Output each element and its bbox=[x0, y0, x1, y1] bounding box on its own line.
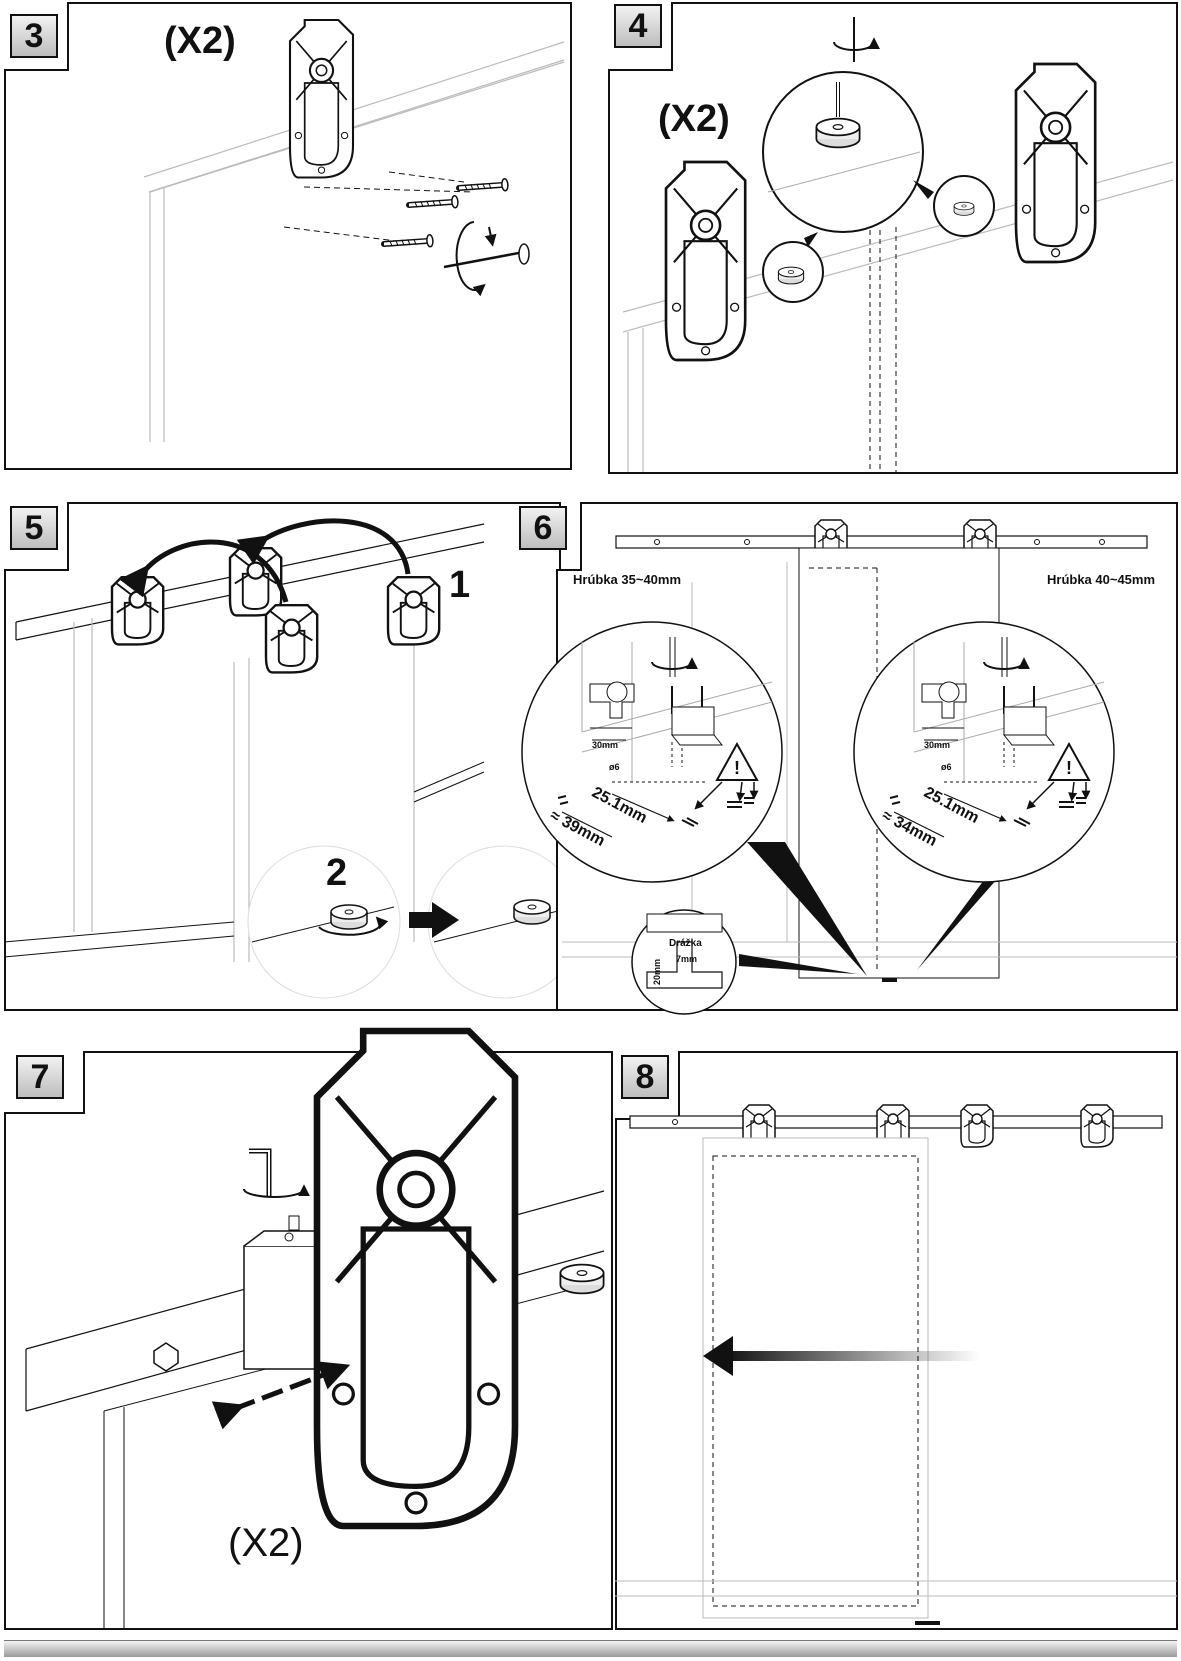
thickness-detail-left bbox=[557, 637, 773, 838]
quantity-label: (X2) bbox=[658, 98, 730, 140]
thickness-right-title: Hrúbka 40~45mm bbox=[1047, 572, 1156, 587]
step-number-badge: 7 bbox=[16, 1055, 64, 1099]
groove-title: Drážka bbox=[669, 938, 702, 949]
step-4-panel: 4 (X2) bbox=[608, 2, 1178, 474]
thickness-left-title: Hrúbka 35~40mm bbox=[573, 572, 682, 587]
step-8-drawing bbox=[615, 1051, 1178, 1630]
step-number-badge: 6 bbox=[519, 506, 567, 550]
drill-depth-label: 30mm bbox=[592, 740, 619, 750]
step-6-drawing bbox=[521, 502, 1178, 1015]
sub-step-2-label: 2 bbox=[326, 852, 348, 894]
step-3-panel: 3 (X2) bbox=[4, 2, 572, 470]
drill-depth-label: 30mm bbox=[924, 740, 951, 750]
step-6-panel: 6 Hrúbka 35~40mm Hrúbka 40~45mm 30mm ø6 … bbox=[517, 502, 1178, 1015]
drill-diameter-label: ø6 bbox=[941, 762, 952, 772]
step-3-drawing bbox=[4, 2, 572, 470]
warning-mark: ! bbox=[734, 758, 740, 778]
groove-width-label: 7mm bbox=[676, 954, 698, 964]
step-4-drawing bbox=[608, 2, 1178, 474]
step-5-panel: 5 1 2 bbox=[3, 502, 581, 1011]
step-number-badge: 4 bbox=[614, 4, 662, 48]
footer-bar bbox=[4, 1640, 1177, 1657]
step-7-drawing bbox=[4, 1051, 613, 1630]
groove-depth-label: 20mm bbox=[652, 958, 662, 985]
step-8-panel: 8 bbox=[615, 1051, 1178, 1630]
quantity-label: (X2) bbox=[228, 1521, 304, 1565]
step-number-badge: 5 bbox=[10, 506, 58, 550]
warning-mark: ! bbox=[1066, 758, 1072, 778]
thickness-detail-right bbox=[889, 637, 1105, 838]
step-7-panel: 7 (X2) bbox=[4, 1051, 613, 1630]
drill-diameter-label: ø6 bbox=[609, 762, 620, 772]
step-number-badge: 8 bbox=[621, 1055, 669, 1099]
sub-step-1-label: 1 bbox=[449, 564, 471, 606]
quantity-label: (X2) bbox=[164, 20, 236, 62]
step-5-drawing bbox=[3, 502, 581, 1011]
step-number-badge: 3 bbox=[10, 14, 58, 58]
